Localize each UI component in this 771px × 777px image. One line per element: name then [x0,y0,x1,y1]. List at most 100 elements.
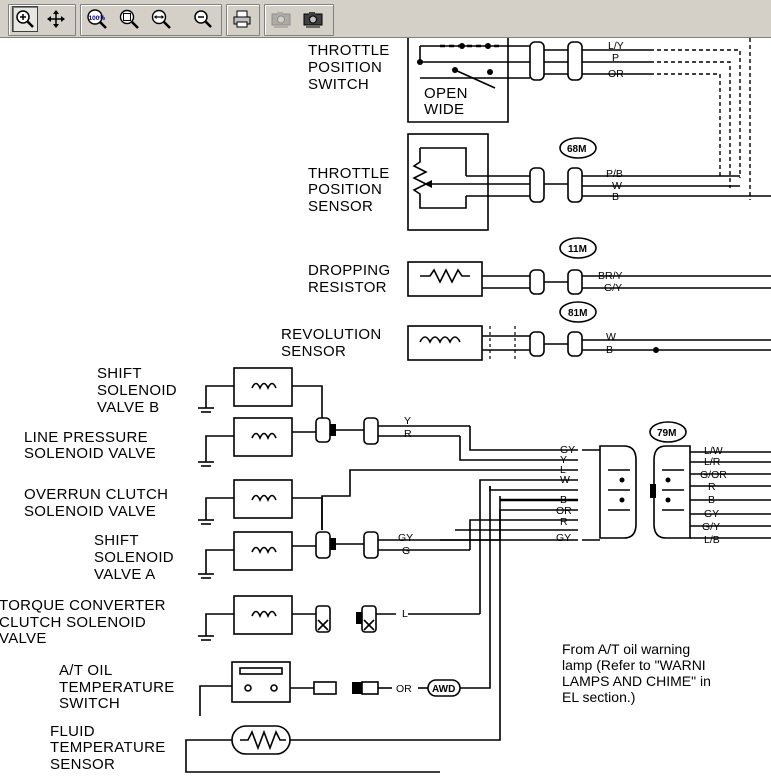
connector-label-79m: 79M [657,428,676,439]
svg-text:THROTTLE: THROTTLE [308,165,390,182]
four-arrows-icon [47,10,65,28]
harness-bus [321,426,600,615]
svg-text:From A/T oil warning: From A/T oil warning [562,641,690,657]
svg-text:100%: 100% [89,15,106,22]
camera-back-icon [271,12,291,28]
svg-text:VALVE: VALVE [0,630,47,647]
svg-text:A/T OIL: A/T OIL [59,662,113,679]
wire-label: G/OR [700,469,727,481]
svg-text:FLUID: FLUID [50,723,95,740]
dropping-resistor-label: DROPPING RESISTOR [308,262,390,296]
svg-text:VALVE A: VALVE A [94,566,156,583]
torque-converter-solenoid [198,595,396,641]
throttle-position-switch-label: THROTTLE POSITION SWITCH [308,42,390,93]
wire-label: L/B [704,534,720,546]
wire-label: Y [560,454,567,466]
throttle-position-sensor-label: THROTTLE POSITION SENSOR [308,165,390,215]
wire-label: L [560,464,566,476]
wire-label: L/W [704,445,723,457]
zoom-fit-button[interactable] [116,6,142,32]
wiring-diagram: THROTTLE POSITION SWITCH OPEN WIDE THROT… [0,38,771,773]
svg-text:TEMPERATURE: TEMPERATURE [50,739,166,756]
svg-text:OVERRUN CLUTCH: OVERRUN CLUTCH [24,486,168,503]
wire-label: GY [704,508,719,520]
svg-text:SOLENOID VALVE: SOLENOID VALVE [24,503,156,520]
wire-label: Y [404,415,411,427]
pan-tool-button[interactable] [43,6,69,32]
wire-label: B [606,344,613,356]
svg-text:RESISTOR: RESISTOR [308,279,387,296]
fluid-temp-sensor [185,496,501,773]
svg-text:REVOLUTION: REVOLUTION [281,326,382,343]
connector-shift-a [336,531,500,559]
wire-label: GY [560,444,575,456]
wire-label: W [606,331,616,343]
throttle-position-sensor [407,133,530,231]
connector-79m [599,421,771,539]
line-pressure-solenoid [198,417,316,467]
previous-image-button[interactable] [268,6,294,32]
wire-label: GY [398,532,413,544]
connector-label-11m: 11M [568,244,587,255]
torque-converter-solenoid-label: TORQUE CONVERTER CLUTCH SOLENOID VALVE [0,597,166,647]
svg-text:SOLENOID: SOLENOID [97,382,177,399]
wire-label: P [612,52,619,64]
connector-68m [529,137,771,203]
next-image-button[interactable] [300,6,326,32]
wire-label: W [560,474,570,486]
svg-text:SOLENOID: SOLENOID [94,549,174,566]
svg-text:CLUTCH SOLENOID: CLUTCH SOLENOID [0,614,146,631]
wire-label: P/B [606,168,623,180]
wire-label: W [612,180,622,192]
dashed-harness-bundle [650,38,751,200]
zoom-out-button[interactable] [190,6,216,32]
fluid-temp-sensor-label: FLUID TEMPERATURE SENSOR [50,723,166,773]
svg-text:SENSOR: SENSOR [281,343,346,360]
shift-solenoid-b [198,367,336,443]
shift-solenoid-a [198,531,336,579]
connector-label-68m: 68M [567,144,586,155]
revolution-sensor-label: REVOLUTION SENSOR [281,326,382,360]
zoom-width-button[interactable] [148,6,174,32]
svg-text:WIDE: WIDE [424,101,464,118]
svg-text:SENSOR: SENSOR [50,756,115,773]
svg-text:SOLENOID VALVE: SOLENOID VALVE [24,445,156,462]
printer-icon [233,10,251,28]
print-button[interactable] [229,6,255,32]
zoom-100-button[interactable]: 100% [84,6,110,32]
svg-text:EL section.): EL section.) [562,689,635,705]
throttle-position-switch [407,38,530,123]
revolution-sensor [407,301,771,362]
connector-tps-switch [529,41,650,81]
connector-label-81m: 81M [568,308,587,319]
overrun-clutch-solenoid [198,479,323,530]
svg-text:THROTTLE: THROTTLE [308,42,390,59]
wire-label: L/Y [608,40,624,52]
svg-text:VALVE B: VALVE B [97,399,159,416]
svg-text:SHIFT: SHIFT [97,365,142,382]
wire-label: L [402,608,408,620]
connector-shift-b [336,417,470,445]
wire-label: BR/Y [598,270,623,282]
svg-text:TEMPERATURE: TEMPERATURE [59,679,175,696]
dropping-resistor [407,237,771,297]
svg-text:DROPPING: DROPPING [308,262,390,279]
toolbar: 100% [0,0,771,38]
svg-text:TORQUE CONVERTER: TORQUE CONVERTER [0,597,166,614]
svg-text:lamp (Refer to "WARNI: lamp (Refer to "WARNI [562,657,706,673]
zoom-in-tool-button[interactable] [12,6,38,32]
wire-label: R [708,481,716,493]
svg-text:LINE PRESSURE: LINE PRESSURE [24,429,148,446]
svg-text:SENSOR: SENSOR [308,198,373,215]
magnifier-minus-icon [194,10,212,28]
wire-label: GY [556,532,571,544]
svg-text:POSITION: POSITION [308,59,382,76]
svg-text:POSITION: POSITION [308,181,382,198]
wire-label: L/R [704,456,721,468]
shift-solenoid-b-label: SHIFT SOLENOID VALVE B [97,365,177,416]
connector-label-awd: AWD [432,684,455,695]
magnifier-width-icon [151,9,171,29]
overrun-clutch-solenoid-label: OVERRUN CLUTCH SOLENOID VALVE [24,486,168,520]
wire-label: OR [556,505,572,517]
svg-text:SWITCH: SWITCH [308,76,369,93]
